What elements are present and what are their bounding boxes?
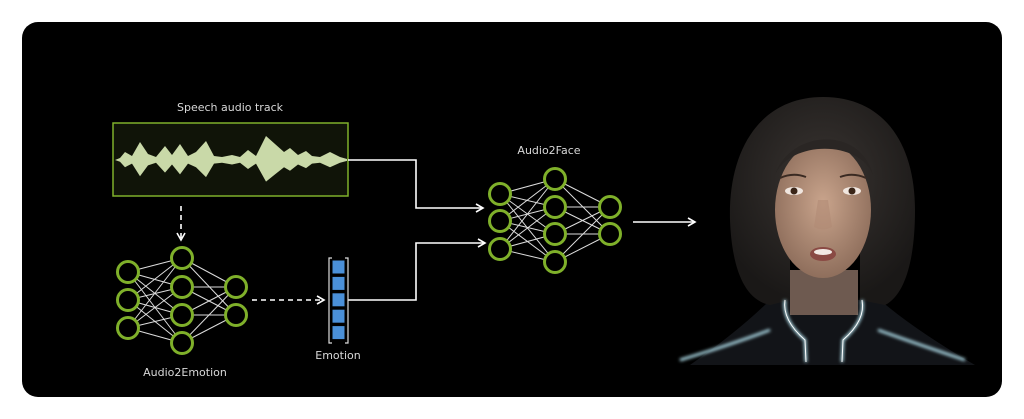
network-edge xyxy=(181,286,237,344)
network-edge xyxy=(127,257,183,329)
emotion-cell xyxy=(331,259,346,275)
speech-audio-track-label: Speech audio track xyxy=(177,101,284,114)
network-node xyxy=(116,316,140,340)
emotion-to-face-arrow xyxy=(348,238,487,301)
network-edge xyxy=(499,178,556,250)
waveform xyxy=(115,136,347,182)
audio2face-label: Audio2Face xyxy=(517,144,580,157)
emotion-vector xyxy=(328,257,349,344)
network-edge xyxy=(554,206,611,263)
digital-human-face xyxy=(679,97,975,365)
network-node xyxy=(543,222,567,246)
network-node xyxy=(170,303,194,327)
emotion-cell xyxy=(331,325,346,341)
network-node xyxy=(543,195,567,219)
waveform-box xyxy=(112,122,349,197)
network-node xyxy=(116,288,140,312)
network-node xyxy=(543,250,567,274)
network-node xyxy=(488,237,512,261)
network-node xyxy=(170,275,194,299)
audio2emotion-network xyxy=(116,246,248,355)
emotion-cell xyxy=(331,308,346,324)
network-node xyxy=(170,246,194,270)
network-node xyxy=(224,275,248,299)
network-node xyxy=(224,303,248,327)
network-node xyxy=(488,209,512,233)
network-node xyxy=(543,167,567,191)
audio-to-face-arrow xyxy=(348,159,485,213)
emotion-cell xyxy=(331,292,346,308)
network-node xyxy=(598,222,622,246)
network-node xyxy=(116,260,140,284)
network-node xyxy=(598,195,622,219)
emotion-label: Emotion xyxy=(315,349,360,362)
emotion-cell xyxy=(331,275,346,291)
audio2face-network xyxy=(488,167,622,274)
network-node xyxy=(488,182,512,206)
audio2emotion-label: Audio2Emotion xyxy=(143,366,227,379)
network-node xyxy=(170,331,194,355)
